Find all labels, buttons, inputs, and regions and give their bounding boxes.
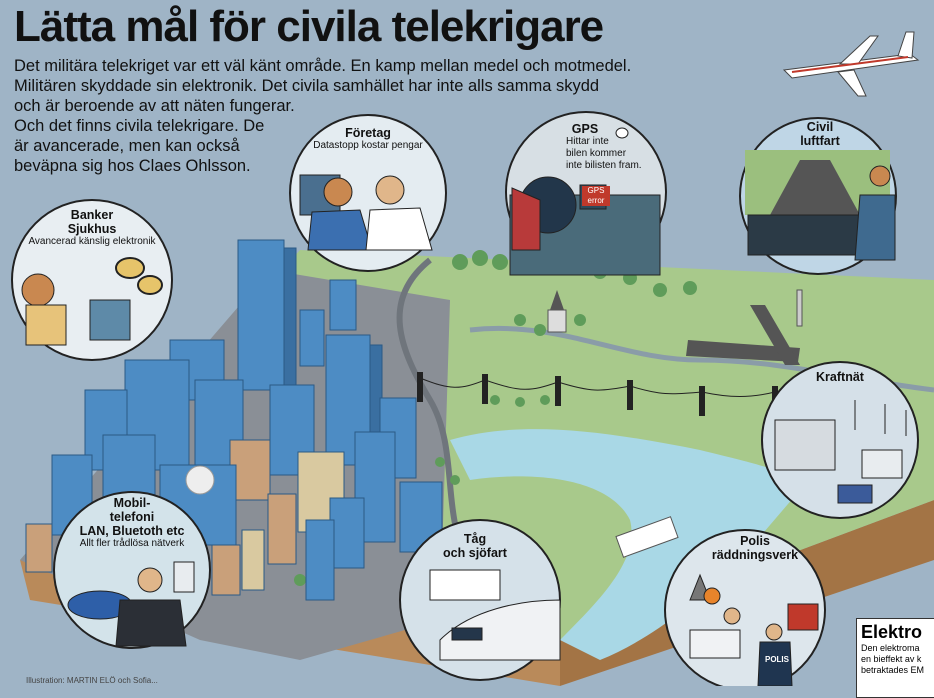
- runway-cross: [750, 305, 800, 365]
- tag-heading-2: och sjöfart: [443, 546, 507, 560]
- elektro-heading: Elektro: [861, 622, 923, 642]
- mobil-label: Mobil- telefoni LAN, Bluetoth etc Allt f…: [68, 496, 196, 550]
- kraftnat-heading: Kraftnät: [816, 370, 864, 384]
- church: [547, 309, 567, 333]
- mobil-subtitle: Allt fler trådlösa nätverk: [79, 538, 185, 549]
- intro-text: Det militära telekriget var ett väl känt…: [14, 56, 714, 176]
- trees: [294, 250, 697, 586]
- banker-heading-1: Banker: [70, 208, 114, 222]
- church-spire: [550, 290, 564, 310]
- gps-heading: GPS: [571, 122, 599, 136]
- intro-line: Militären skyddade sin elektronik. Det c…: [14, 77, 600, 95]
- power-lines: [419, 377, 776, 397]
- city-buildings: [25, 239, 443, 601]
- mobil-heading-2: telefoni: [109, 510, 155, 524]
- elektro-line: betraktades EM: [861, 665, 925, 675]
- credit-line: Illustration: MARTIN ELÖ och Sofia...: [26, 676, 158, 685]
- intro-line: Och det finns civila telekrigare. De: [14, 117, 265, 135]
- water-river: [450, 429, 800, 660]
- gps-error-screen: GPS error: [582, 186, 610, 206]
- banker-subtitle: Avancerad känslig elektronik: [28, 236, 156, 247]
- intro-line: är avancerade, men kan också: [14, 137, 240, 155]
- banker-heading-2: Sjukhus: [67, 222, 117, 236]
- intro-line: Det militära telekriget var ett väl känt…: [14, 57, 632, 75]
- page-title: Lätta mål för civila telekrigare: [14, 2, 604, 51]
- circle-kraftnat: [761, 361, 919, 519]
- ferry: [615, 516, 679, 558]
- gps-sub-line: Hittar inte: [566, 136, 609, 147]
- airplane: [782, 31, 920, 97]
- helipad: [185, 465, 215, 495]
- gps-subtitle: Hittar inte bilen kommer inte bilisten f…: [566, 136, 656, 172]
- foretag-subtitle: Datastopp kostar pengar: [313, 140, 423, 151]
- runway: [686, 340, 800, 362]
- elektro-line: en bieffekt av k: [861, 654, 922, 664]
- kraftnat-label: Kraftnät: [800, 370, 880, 384]
- intro-line: beväpna sig hos Claes Ohlsson.: [14, 157, 251, 175]
- foretag-label: Företag Datastopp kostar pengar: [300, 126, 436, 152]
- elektro-line: Den elektroma: [861, 643, 920, 653]
- circle-mobil: [53, 491, 211, 649]
- elektro-box: Elektro Den elektroma en bieffekt av k b…: [856, 618, 934, 698]
- circle-polis: [664, 529, 826, 686]
- circle-tag: [399, 519, 561, 681]
- circle-luftfart: [739, 117, 897, 275]
- polis-badge: POLIS: [762, 654, 792, 666]
- polis-label: Polis räddningsverk: [700, 534, 810, 562]
- banker-label: Banker Sjukhus Avancerad känslig elektro…: [22, 208, 162, 248]
- polis-badge-text: POLIS: [764, 655, 789, 664]
- foretag-heading: Företag: [345, 126, 391, 140]
- tag-label: Tåg och sjöfart: [430, 532, 520, 560]
- luftfart-label: Civil luftfart: [782, 120, 858, 148]
- gps-sub-line: inte bilisten fram.: [566, 160, 642, 171]
- polis-heading-2: räddningsverk: [711, 548, 799, 562]
- intro-line: och är beroende av att näten fungerar.: [14, 97, 295, 115]
- luftfart-heading-2: luftfart: [800, 134, 840, 148]
- mobil-heading-1: Mobil-: [113, 496, 151, 510]
- road-winding: [396, 257, 473, 562]
- gps-sub-line: bilen kommer: [566, 148, 627, 159]
- luftfart-heading-1: Civil: [806, 120, 834, 134]
- gps-label: GPS: [540, 122, 630, 136]
- circle-banker: [11, 199, 173, 361]
- gps-error-text: GPS error: [587, 186, 605, 205]
- tag-heading-1: Tåg: [463, 532, 487, 546]
- circle-foretag: [289, 114, 447, 272]
- polis-heading-1: Polis: [740, 534, 770, 548]
- control-tower: [796, 289, 803, 327]
- mobil-heading-3: LAN, Bluetoth etc: [79, 524, 185, 538]
